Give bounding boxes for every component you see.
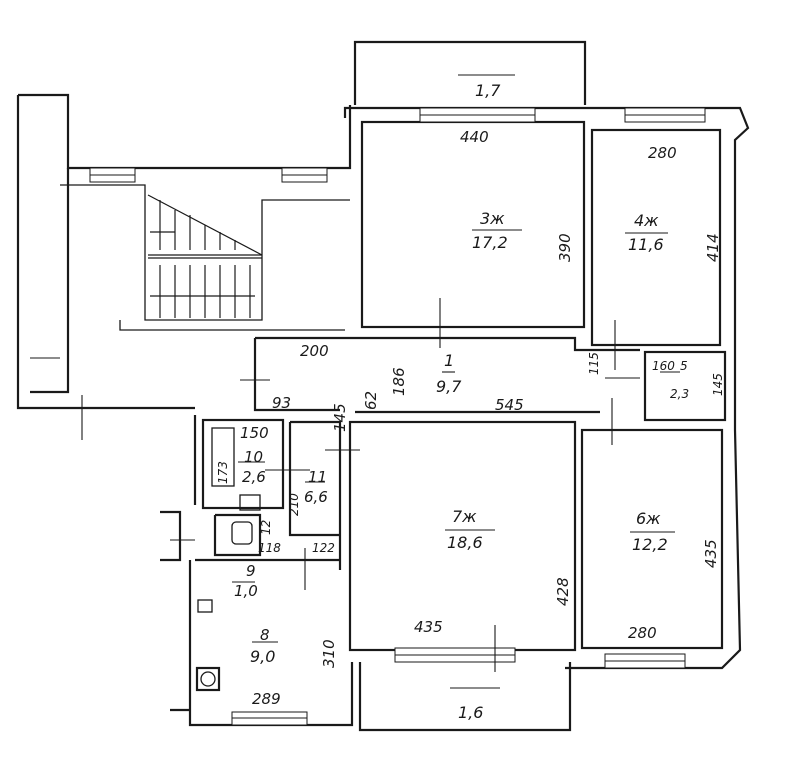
room7-number: 7ж bbox=[452, 507, 477, 526]
room10-number: 10 bbox=[244, 448, 263, 466]
balcony-bottom-area: 1,6 bbox=[458, 703, 483, 722]
hall1-number: 1 bbox=[444, 351, 454, 370]
room9-area: 1,0 bbox=[234, 582, 258, 600]
room11-depth: 210 bbox=[287, 493, 301, 516]
room8-width: 289 bbox=[252, 690, 281, 708]
outer-walls bbox=[16, 40, 750, 732]
room11-width: 122 bbox=[312, 541, 335, 555]
room7-area: 18,6 bbox=[447, 533, 483, 552]
room7-width: 435 bbox=[414, 618, 443, 636]
hall1-depth: 186 bbox=[390, 367, 408, 396]
room4-depth: 414 bbox=[704, 233, 722, 262]
room12-number: 12 bbox=[259, 520, 273, 535]
window-room8 bbox=[231, 711, 308, 726]
room3-depth: 390 bbox=[556, 233, 574, 262]
room4-area: 11,6 bbox=[628, 235, 664, 254]
room3-area: 17,2 bbox=[472, 233, 508, 252]
room7-depth: 428 bbox=[554, 577, 572, 606]
window-top-stair bbox=[281, 167, 328, 183]
room10-width: 150 bbox=[240, 424, 269, 442]
room5-door: 115 bbox=[587, 352, 601, 375]
dimension-marks bbox=[30, 74, 680, 689]
room6-depth: 435 bbox=[702, 539, 720, 568]
room8-number: 8 bbox=[260, 626, 270, 644]
room8-area: 9,0 bbox=[250, 647, 275, 666]
room6-area: 12,2 bbox=[632, 535, 668, 554]
room9-number: 9 bbox=[246, 562, 256, 580]
room4-width: 280 bbox=[648, 144, 677, 162]
room11-number: 11 bbox=[308, 468, 327, 486]
inner-walls bbox=[60, 120, 727, 692]
room12-width: 118 bbox=[258, 541, 281, 555]
hall1-length: 545 bbox=[495, 396, 524, 414]
dim-93: 93 bbox=[272, 394, 291, 412]
room3-number: 3ж bbox=[480, 209, 505, 228]
dim-145: 145 bbox=[331, 403, 349, 432]
window-room4 bbox=[624, 107, 706, 123]
room6-width: 280 bbox=[628, 624, 657, 642]
room10-depth: 173 bbox=[216, 461, 230, 484]
room6-number: 6ж bbox=[636, 509, 661, 528]
room10-area: 2,6 bbox=[242, 468, 266, 486]
windows bbox=[89, 107, 706, 726]
room5-depth: 145 bbox=[711, 373, 725, 396]
room3-width: 440 bbox=[460, 128, 489, 146]
hall1-area: 9,7 bbox=[436, 377, 462, 396]
dim-62: 62 bbox=[362, 391, 380, 410]
staircase bbox=[147, 194, 263, 318]
room5-number: 5 bbox=[680, 359, 688, 373]
room8-depth: 310 bbox=[320, 639, 338, 668]
window-room6 bbox=[604, 653, 686, 669]
hall1-width: 200 bbox=[300, 342, 329, 360]
room5-width: 160 bbox=[652, 359, 675, 373]
room11-area: 6,6 bbox=[304, 488, 328, 506]
room5-area: 2,3 bbox=[670, 387, 689, 401]
window-room3 bbox=[419, 107, 536, 123]
labels: 1,7 440 3ж 17,2 390 280 4ж 11,6 414 200 … bbox=[216, 81, 725, 722]
room4-number: 4ж bbox=[634, 211, 659, 230]
balcony-top-area: 1,7 bbox=[475, 81, 501, 100]
window-room7 bbox=[394, 647, 516, 663]
window-top-left bbox=[89, 167, 136, 183]
